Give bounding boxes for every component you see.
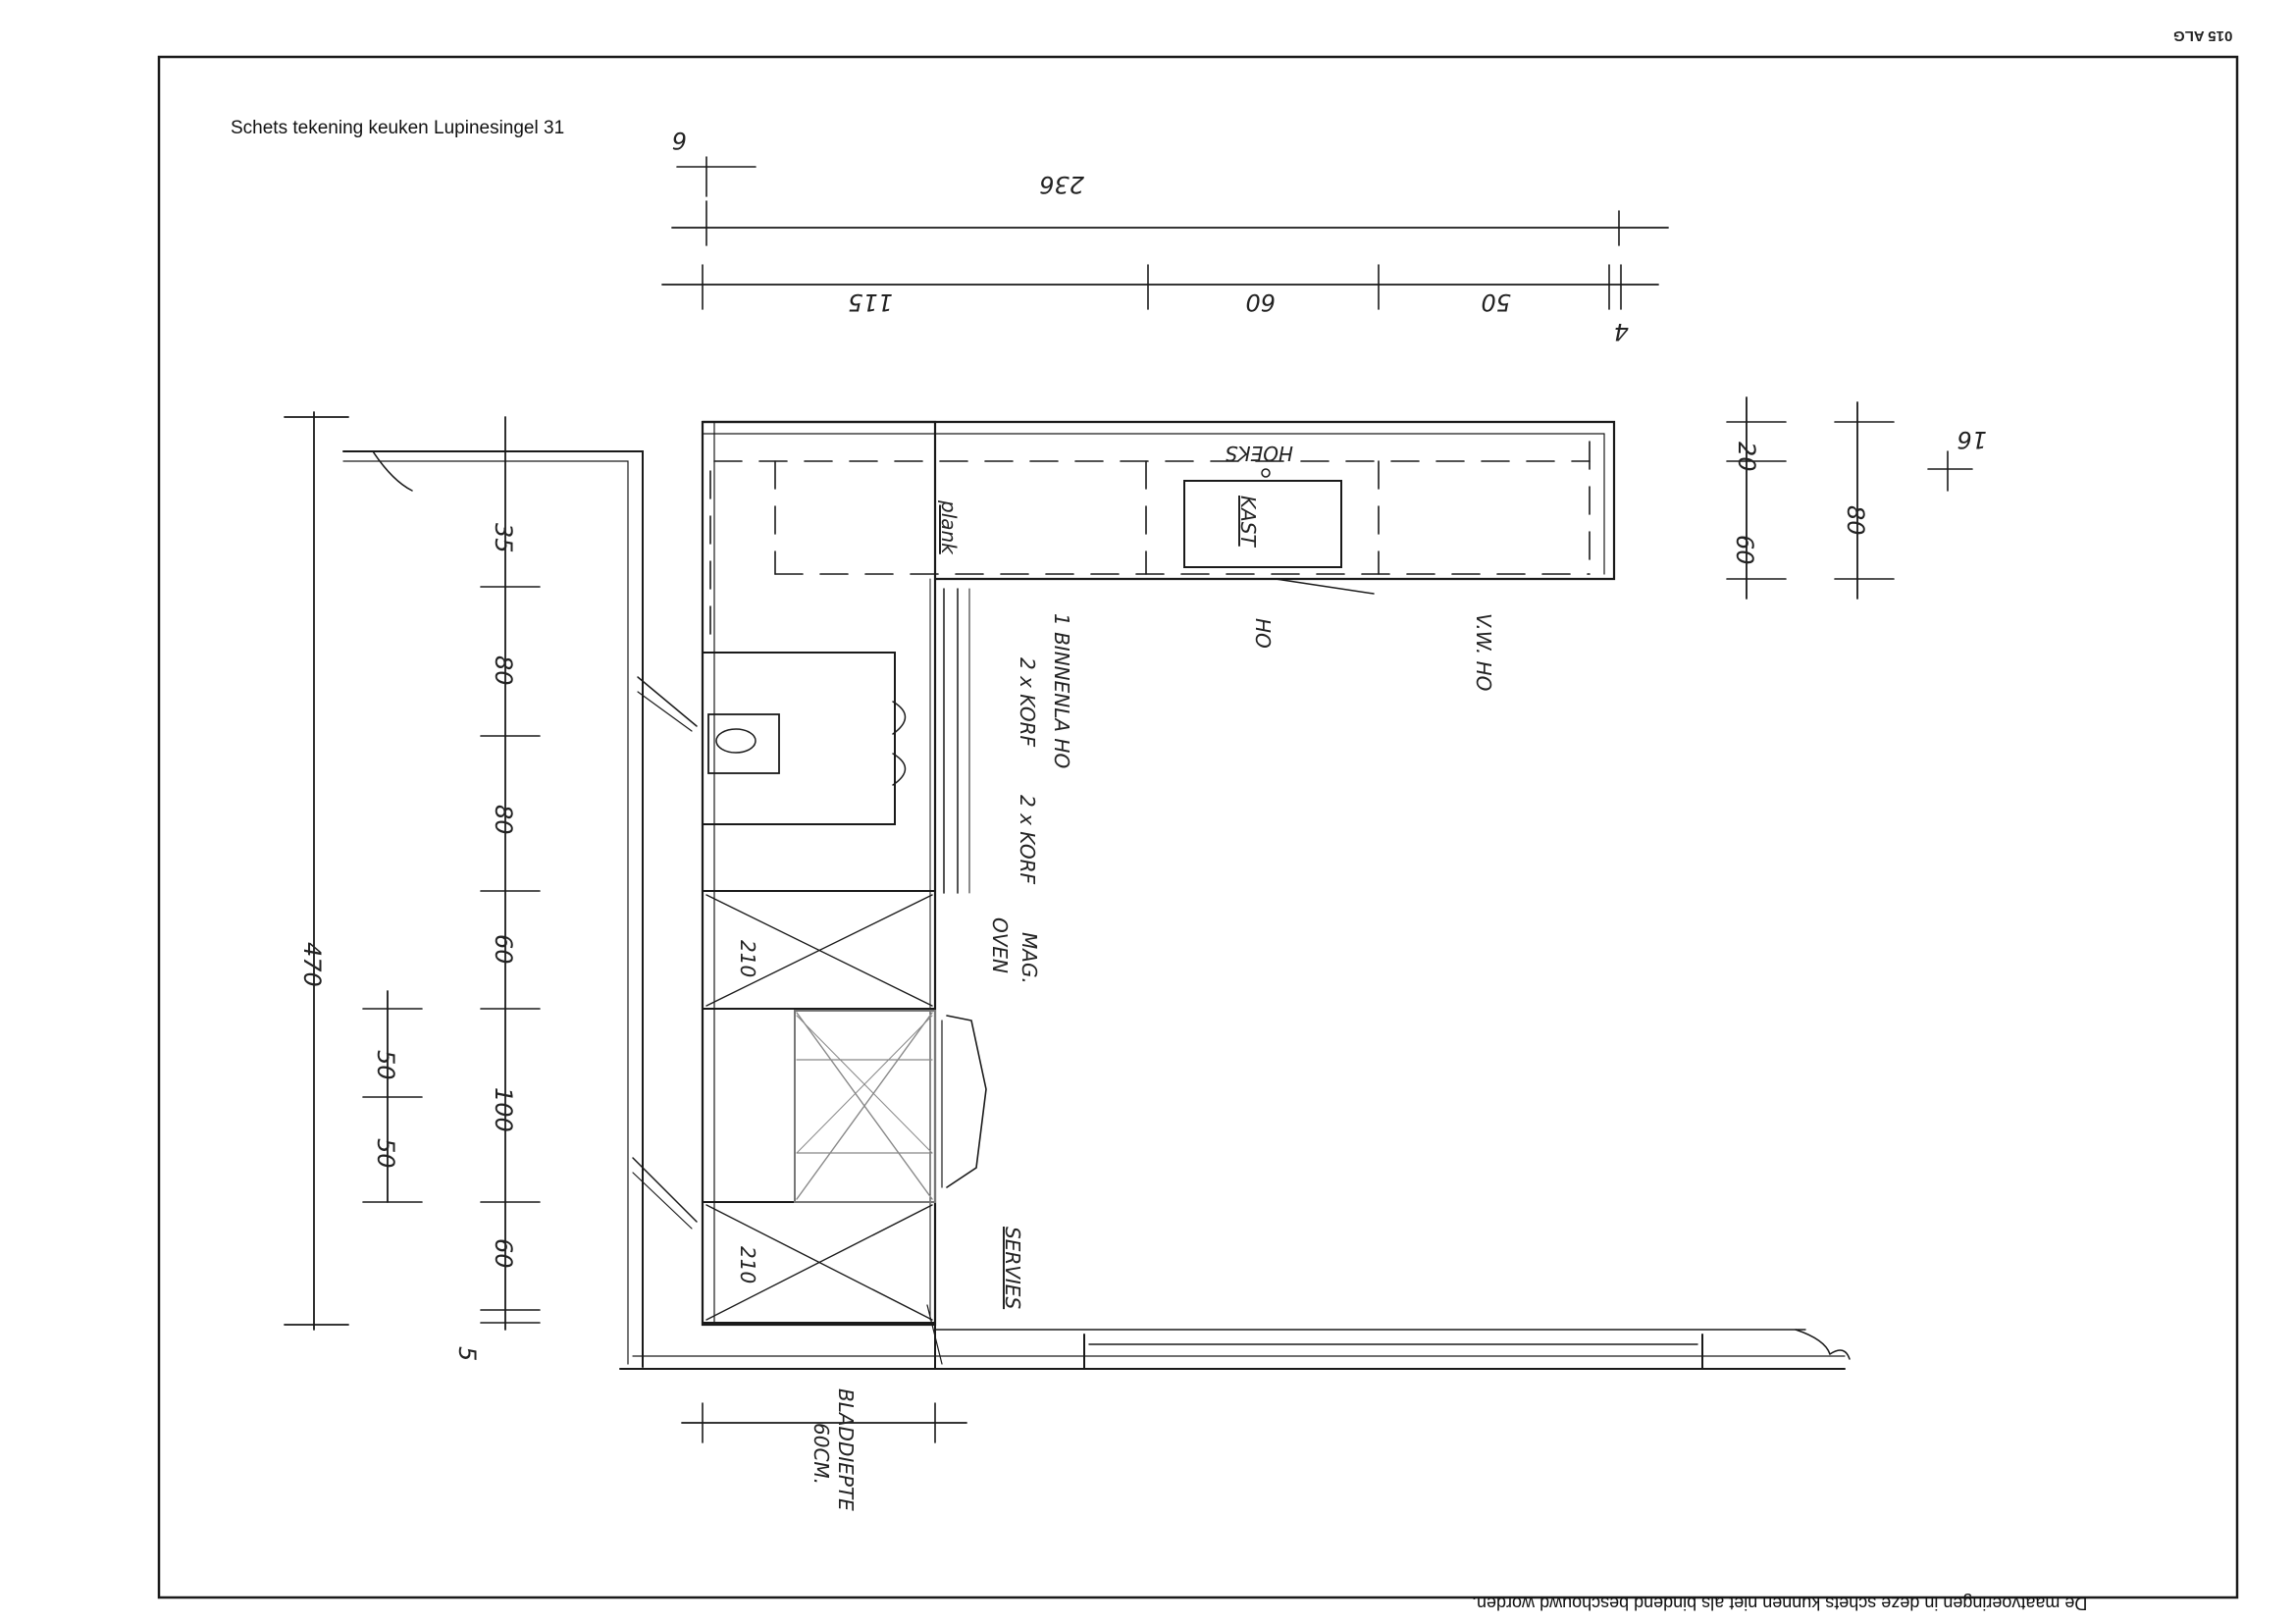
- label-cabinet-210-b: 210: [736, 1246, 759, 1283]
- dim-seg-3: 60: [490, 934, 517, 965]
- label-kast: KAST: [1236, 496, 1260, 548]
- label-korf-2: 2 x KORF: [1016, 795, 1039, 884]
- dim-top-seg-3: 50: [1481, 288, 1511, 316]
- label-plank: plank: [937, 499, 961, 555]
- dim-right-80: 80: [1842, 505, 1869, 536]
- dim-top-seg-2: 60: [1245, 288, 1276, 316]
- sketch-title: Schets tekening keuken Lupinesingel 31: [231, 118, 565, 138]
- counter-run: [701, 420, 937, 1327]
- dim-total-width: 470: [298, 942, 326, 987]
- label-servies: SERVIES: [1001, 1227, 1024, 1309]
- disclaimer-footer: De maatvoeringen in deze schets kunnen n…: [1472, 1594, 2088, 1613]
- bladdiepte-label: BLADDIEPTE: [834, 1388, 858, 1511]
- dim-seg-1: 60: [490, 1238, 517, 1269]
- dim-right-16: 16: [1957, 426, 1987, 453]
- dim-seg-6: 35: [490, 523, 517, 553]
- dim-right-60: 60: [1731, 535, 1758, 565]
- dim-top-small-1: 4: [1614, 318, 1629, 345]
- label-oven: OVEN: [988, 917, 1012, 973]
- label-hoeks: HOEKS: [1225, 442, 1293, 465]
- counter-return: [701, 420, 1616, 581]
- left-wall: [342, 450, 644, 1368]
- label-vw-ho: V.W. HO: [1472, 613, 1495, 691]
- dim-top-small-2: 6: [672, 127, 687, 154]
- label-cabinet-210-a: 210: [736, 940, 759, 977]
- dim-seg-2: 100: [490, 1087, 517, 1132]
- dim-top-total: 236: [1039, 171, 1084, 198]
- dim-seg-4: 80: [490, 805, 517, 835]
- dim-seg-5: 80: [490, 655, 517, 686]
- label-ho: HO: [1251, 618, 1275, 649]
- bladdiepte-cm-label: 60CM.: [809, 1423, 833, 1485]
- label-magn: MAG.: [1018, 932, 1041, 984]
- label-binnenla: 1 BINNENLA HO: [1050, 613, 1073, 768]
- corner-code: 015 ALG: [2173, 27, 2233, 44]
- dim-seg-start: 5: [453, 1346, 481, 1361]
- hob-block: [794, 1010, 936, 1203]
- page-frame: [157, 55, 2239, 1599]
- dim-half-left: 50: [372, 1138, 399, 1169]
- label-korf-1: 2 x KORF: [1016, 657, 1039, 747]
- sink-block: [702, 652, 896, 825]
- fridge-block: [1183, 480, 1342, 568]
- dim-half-right: 50: [372, 1050, 399, 1080]
- dim-right-20: 20: [1733, 442, 1760, 472]
- dim-top-seg-1: 115: [848, 288, 893, 316]
